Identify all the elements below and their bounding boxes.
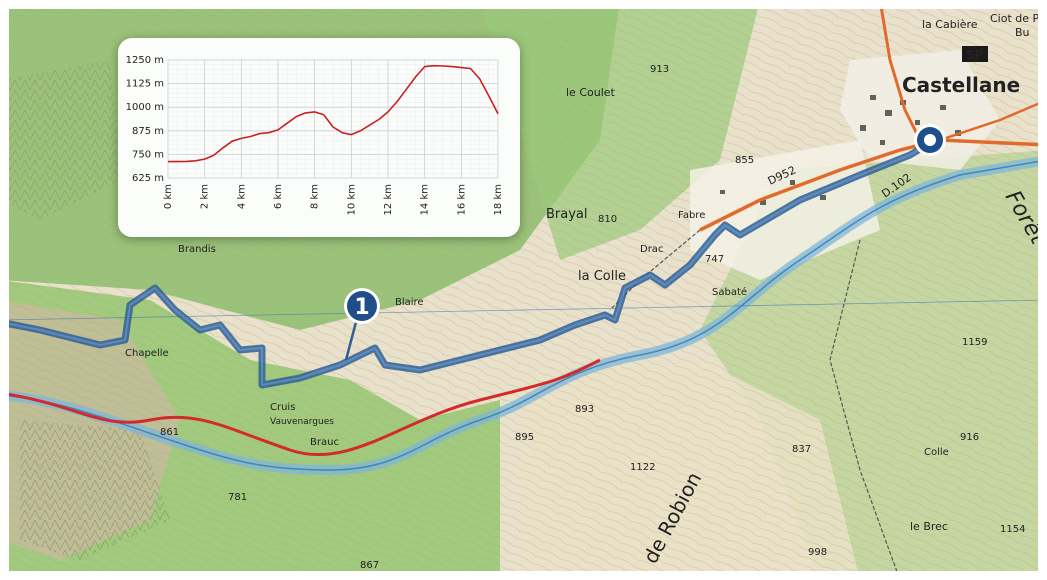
waypoint-marker-1[interactable]: 1 <box>344 288 380 361</box>
x-tick-label: 12 km <box>383 184 394 215</box>
elev-1154: 1154 <box>1000 524 1025 535</box>
x-tick-label: 18 km <box>493 184 504 215</box>
elev-998: 998 <box>808 547 827 558</box>
label-brandis: Brandis <box>178 244 216 255</box>
river-verdon <box>0 155 1047 476</box>
elev-855: 855 <box>735 155 754 166</box>
elev-837: 837 <box>792 444 811 455</box>
elev-1159: 1159 <box>962 337 987 348</box>
elev-895: 895 <box>515 432 534 443</box>
x-tick-label: 16 km <box>456 184 467 215</box>
y-tick-label: 1000 m <box>126 102 164 113</box>
label-drac: Drac <box>640 244 663 255</box>
label-ciot: Ciot de P <box>990 12 1040 25</box>
map-labels: Castellane la Cabière Ciot de P Bu SP le… <box>125 12 1047 571</box>
waypoint-number: 1 <box>354 295 369 320</box>
label-blaire: Blaire <box>395 297 424 308</box>
y-tick-label: 750 m <box>132 149 164 160</box>
elevation-profile-panel: 625 m 750 m 875 m 1000 m 1125 m 1250 m 0 km 2 k… <box>118 38 520 237</box>
elev-747: 747 <box>705 254 724 265</box>
elev-867: 867 <box>360 560 379 571</box>
elev-916: 916 <box>960 432 979 443</box>
x-tick-label: 10 km <box>346 184 357 215</box>
elevation-line <box>168 64 499 163</box>
label-brayal: Brayal <box>546 207 588 222</box>
x-tick-label: 6 km <box>273 184 284 209</box>
x-tick-label: 8 km <box>310 184 321 209</box>
label-le-brec: le Brec <box>910 520 948 533</box>
label-cruis: Cruis <box>270 402 295 413</box>
elev-893: 893 <box>575 404 594 415</box>
x-tick-label: 4 km <box>236 184 247 209</box>
elev-810: 810 <box>598 214 617 225</box>
x-tick-label: 2 km <box>200 184 211 209</box>
elev-913: 913 <box>650 64 669 75</box>
label-la-colle: la Colle <box>578 269 626 284</box>
route-end-marker[interactable] <box>914 124 946 156</box>
label-chapelle: Chapelle <box>125 348 169 359</box>
label-castellane: Castellane <box>902 73 1020 97</box>
label-brauc: Brauc <box>310 437 339 448</box>
y-tick-label: 1125 m <box>126 79 164 90</box>
elev-861: 861 <box>160 427 179 438</box>
y-tick-label: 875 m <box>132 126 164 137</box>
y-tick-label: 625 m <box>132 173 164 184</box>
y-tick-label: 1250 m <box>126 55 164 66</box>
label-colle: Colle <box>924 447 949 458</box>
label-vauvenargues: Vauvenargues <box>270 417 334 427</box>
x-tick-label: 14 km <box>420 184 431 215</box>
sp-badge <box>962 46 988 62</box>
x-tick-label: 0 km <box>163 184 174 209</box>
label-le-coulet: le Coulet <box>566 86 616 99</box>
label-sp: SP <box>966 48 984 62</box>
label-bu: Bu <box>1015 26 1030 39</box>
elev-1122: 1122 <box>630 462 655 473</box>
label-la-cabiere: la Cabière <box>922 18 978 31</box>
gpx-route <box>0 139 932 389</box>
elev-781: 781 <box>228 492 247 503</box>
label-sabati: Sabaté <box>712 286 747 298</box>
label-fabre: Fabre <box>678 210 705 221</box>
elevation-profile-chart: 625 m 750 m 875 m 1000 m 1125 m 1250 m 0 km 2 k… <box>126 55 504 215</box>
